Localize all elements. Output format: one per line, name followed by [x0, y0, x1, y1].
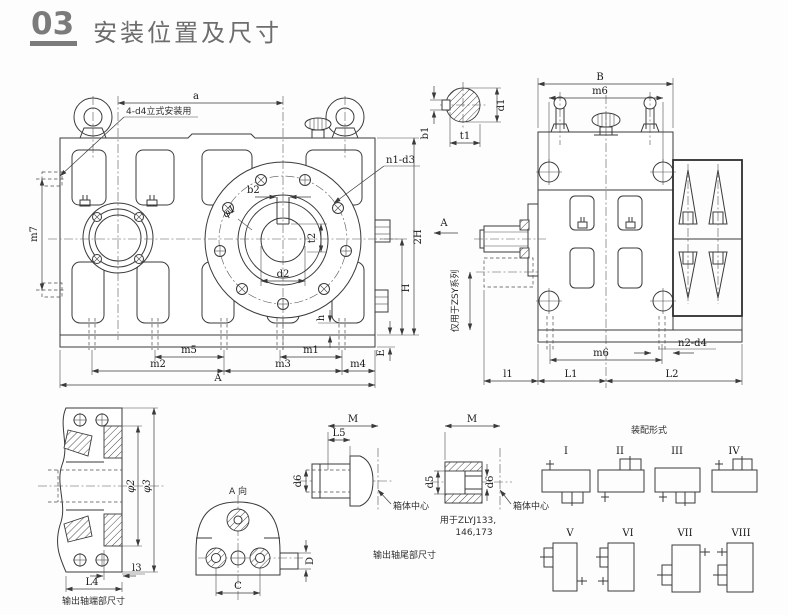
dim-phi2: φ2	[126, 479, 137, 492]
dim-L2: L2	[665, 369, 678, 380]
dim-H: H	[401, 283, 412, 292]
assembly-form-label: VII	[676, 528, 692, 539]
dim-l1: l1	[503, 369, 513, 380]
shaft-tail-caption: 输出轴尾部尺寸	[373, 549, 436, 561]
dim-m1: m1	[303, 345, 319, 356]
dim-m4: m4	[350, 359, 366, 370]
dim-d5: d5	[425, 476, 436, 489]
dim-L5: L5	[332, 428, 345, 439]
side-body	[537, 131, 674, 331]
dim-d2: d2	[277, 269, 290, 280]
dim-t2: t2	[307, 233, 318, 243]
key-section-detail: b1 d1 t1	[420, 82, 507, 147]
dim-M-left: M	[348, 414, 358, 425]
assembly-form-i	[541, 460, 591, 506]
dim-m6-bottom: m6	[593, 348, 609, 359]
fan-box	[672, 159, 743, 317]
dim-L4: L4	[85, 577, 98, 588]
dim-l3: l3	[132, 563, 142, 574]
dim-L1: L1	[564, 369, 577, 380]
view-a-arrow-label: A	[439, 218, 448, 229]
dim-n1-d3: n1-d3	[386, 155, 415, 166]
assembly-form-iii	[654, 467, 701, 506]
zsy-note: 仅用于ZSY系列	[449, 270, 461, 332]
assembly-form-label: VI	[621, 528, 633, 539]
dim-b2: b2	[247, 185, 260, 196]
assembly-form-label: V	[565, 528, 574, 539]
shaft-tail-details: M L5 d6 箱体中心 M d5 d6	[293, 414, 549, 561]
assembly-form-label: VIII	[730, 528, 750, 539]
view-a-title: A 向	[229, 485, 247, 497]
dim-D: D	[305, 557, 316, 565]
assembly-form-iv	[711, 456, 758, 493]
assembly-form-vi	[596, 542, 635, 592]
assembly-title: 装配形式	[631, 424, 667, 436]
dim-C: C	[234, 581, 242, 592]
dim-m2: m2	[150, 359, 166, 370]
side-view: B m6 A 仅用于ZSY系列 m6 n2-d4	[433, 72, 743, 388]
assembly-forms: 装配形式 I II III IV	[540, 424, 758, 593]
zlyj-note-2: 146,173	[455, 528, 492, 538]
assembly-form-label: III	[671, 446, 683, 457]
mount-holes	[536, 159, 676, 314]
assembly-form-vii	[657, 544, 710, 593]
dim-m5: m5	[181, 345, 197, 356]
input-shaft	[474, 203, 546, 277]
shaft-end-caption: 输出轴端部尺寸	[62, 595, 125, 607]
dim-d6-right: d6	[485, 476, 496, 489]
front-view: a 4-d4立式安装用 n1-d3 b2 φ1 t2 d2	[29, 91, 424, 388]
input-flange	[82, 202, 154, 274]
vertical-mount-note: 4-d4立式安装用	[126, 105, 191, 117]
dim-phi3: φ3	[142, 479, 153, 492]
dim-m3: m3	[275, 359, 291, 370]
dim-2H: 2H	[413, 229, 424, 244]
base-foot	[59, 334, 376, 348]
zsy-shaft-option	[483, 257, 534, 288]
page-title: 安装位置及尺寸	[93, 19, 283, 47]
assembly-form-label: IV	[728, 446, 740, 457]
dim-A: A	[213, 373, 222, 384]
dim-n2-d4: n2-d4	[678, 338, 707, 349]
assembly-form-label: II	[616, 446, 624, 457]
breather-plug	[304, 117, 332, 139]
dim-a: a	[193, 91, 199, 102]
dim-t1: t1	[460, 131, 470, 142]
dim-d6-left: d6	[293, 475, 304, 488]
dim-B: B	[596, 72, 603, 83]
assembly-form-v	[540, 542, 587, 592]
zlyj-note-1: 用于ZLYJ133,	[440, 515, 496, 526]
dim-m6-top: m6	[592, 86, 608, 97]
dim-h: h	[316, 314, 327, 321]
dim-M-right: M	[467, 414, 477, 425]
assembly-form-viii	[713, 542, 754, 593]
dim-b1: b1	[420, 127, 431, 140]
dim-E: E	[376, 349, 387, 356]
output-shaft-end-view: φ2 φ3 l3 L4 输出轴端部尺寸	[38, 407, 166, 607]
page-header: 03 安装位置及尺寸	[30, 8, 283, 48]
dim-m7: m7	[29, 226, 40, 242]
page-number: 03	[30, 8, 78, 47]
assembly-form-label: I	[564, 446, 568, 457]
view-a: A 向 C D	[195, 485, 316, 600]
housing-center-right: 箱体中心	[513, 500, 549, 512]
dim-d1: d1	[496, 99, 507, 112]
assembly-form-ii	[597, 456, 645, 502]
housing-center-left: 箱体中心	[393, 500, 429, 512]
